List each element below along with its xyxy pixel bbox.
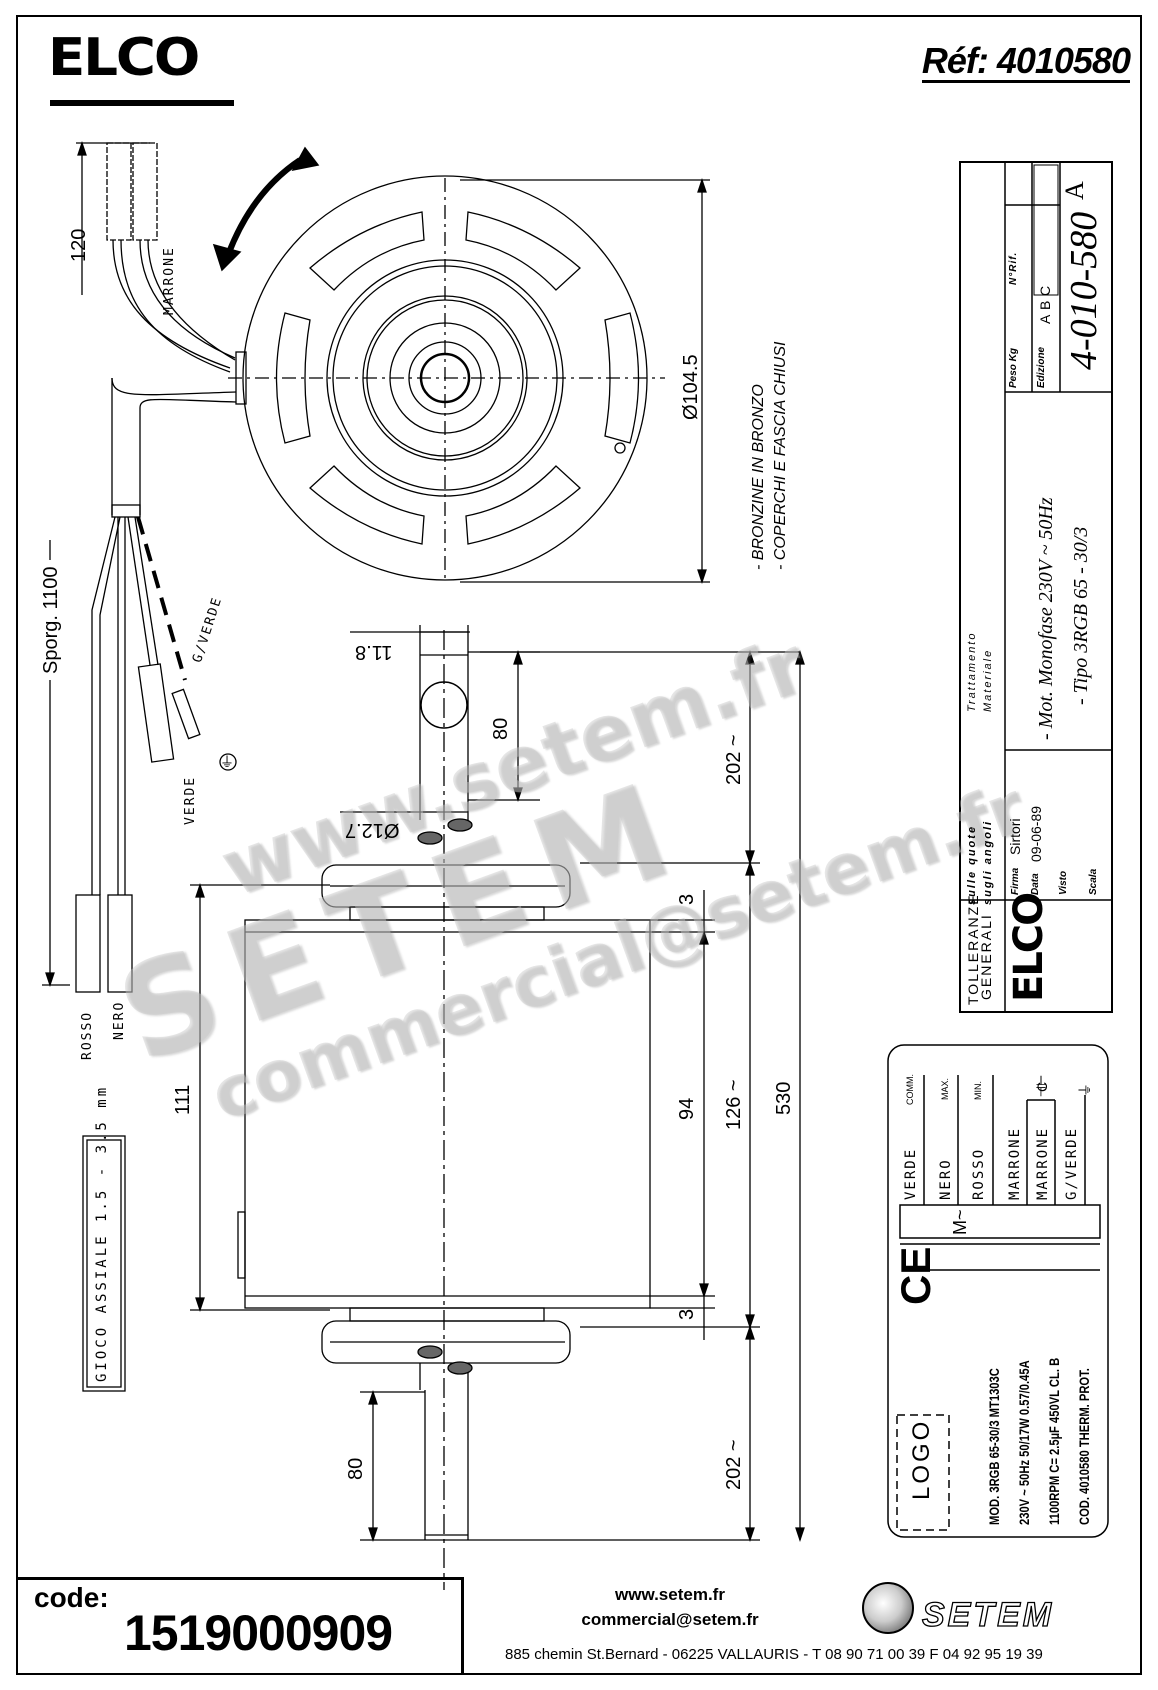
ground-icon: ⏚ xyxy=(1077,1083,1093,1097)
drawing-frame xyxy=(16,15,1142,1675)
wire-label-verde: VERDE xyxy=(903,1147,919,1200)
code-label: code: xyxy=(34,1582,109,1613)
description-line-2: - Tipo 3RGB 65 - 30/3 xyxy=(1070,526,1092,705)
dim-gap-top: 3 xyxy=(676,893,698,905)
firma-value: Sirtori xyxy=(1007,818,1023,855)
motor-side-view xyxy=(190,625,805,1590)
dim-top-wire-length: 120 xyxy=(68,228,90,262)
elco-logo-bar xyxy=(50,100,234,106)
code-box xyxy=(18,1577,464,1673)
wire-function-comm: COMM. xyxy=(905,1074,915,1105)
motor-front-view xyxy=(228,175,710,585)
label-nero-wire: NERO xyxy=(112,1000,127,1040)
wire-label-marrone-1: MARRONE xyxy=(1007,1126,1023,1200)
dim-bottom-extension: 202 ~ xyxy=(723,1439,745,1490)
edizione-label: Edizione xyxy=(1036,346,1047,388)
code-value: 1519000909 xyxy=(124,1605,393,1661)
dim-gap-bottom: 3 xyxy=(676,1308,698,1320)
dim-height-111: 111 xyxy=(172,1084,194,1115)
spec-line-1: MOD. 3RGB 65-30/3 MT1303C xyxy=(986,1368,1002,1525)
sulle-quote-label: sulle quote xyxy=(966,824,978,905)
logo-placeholder: LOGO xyxy=(908,1418,935,1500)
wire-label-rosso: ROSSO xyxy=(971,1147,987,1200)
email-link[interactable]: commercial@setem.fr xyxy=(581,1610,759,1629)
dim-body-length: 126 ~ xyxy=(723,1079,745,1130)
setem-logo-text: SETEM xyxy=(921,1595,1055,1634)
dim-shaft-diameter: Ø12.7 xyxy=(345,819,400,841)
ce-mark: CE xyxy=(892,1246,939,1305)
axial-play-label: GIOCO ASSIALE 1.5 - 3.5 mm xyxy=(94,1084,110,1382)
dim-sporg: Sporg. 1100 xyxy=(40,560,63,680)
setem-globe-icon xyxy=(862,1582,914,1634)
dim-shaft-flat: 11.8 xyxy=(355,641,393,663)
earth-ground-icon: ⏚ xyxy=(220,754,234,770)
spec-line-3: 1100RPM C= 2.5µF 450VL CL. B xyxy=(1046,1357,1062,1525)
spec-line-4: COD. 4010580 THERM. PROT. xyxy=(1076,1368,1092,1525)
reference-number: Réf: 4010580 xyxy=(921,40,1131,83)
axial-play-box xyxy=(82,1135,126,1392)
drawing-number: 4-010-580 xyxy=(1063,211,1105,370)
trattamento-label: Trattamento xyxy=(966,631,978,713)
peso-label: Peso Kg xyxy=(1008,347,1019,388)
motor-symbol: M~ xyxy=(950,1209,970,1235)
capacitor-label: C xyxy=(1034,1081,1050,1092)
dim-shaft-top-80: 80 xyxy=(490,717,512,740)
dim-front-diameter: Ø104.5 xyxy=(680,354,702,420)
dim-overall-length: 530 xyxy=(773,1081,795,1115)
wire-function-min: MIN. xyxy=(973,1081,983,1100)
elco-title-logo: ELCO xyxy=(1006,893,1052,1002)
website-link[interactable]: www.setem.fr xyxy=(615,1585,725,1604)
sugli-angoli-label: sugli angoli xyxy=(982,819,994,905)
label-rosso-wire: ROSSO xyxy=(80,1010,95,1060)
elco-logo: ELCO xyxy=(48,28,200,88)
note-bronzine: - BRONZINE IN BRONZO xyxy=(750,384,767,570)
wire-label-nero: NERO xyxy=(938,1158,954,1200)
wire-function-max: MAX. xyxy=(940,1077,950,1100)
label-verde-wire: VERDE xyxy=(183,775,198,825)
dim-shaft-bottom-80: 80 xyxy=(345,1457,367,1480)
dim-inner-length: 94 xyxy=(676,1097,698,1120)
edition-b: B xyxy=(1037,300,1053,310)
note-coperchi: - COPERCHI E FASCIA CHIUSI xyxy=(772,341,789,570)
wire-connectors-top xyxy=(76,140,237,518)
scala-label: Scala xyxy=(1088,868,1099,895)
spec-line-2: 230V ~ 50Hz 50/17W 0.57/0.45A xyxy=(1016,1360,1032,1525)
materiale-label: Materiale xyxy=(982,648,994,712)
revision-letter: A xyxy=(1060,181,1089,200)
wire-label-marrone-2: MARRONE xyxy=(1035,1126,1051,1200)
firma-label: Firma xyxy=(1010,867,1021,895)
label-marrone-wire: MARRONE xyxy=(162,246,177,315)
generali-label: GENERALI xyxy=(978,913,994,1000)
description-line-1: - Mot. Monofase 230V ~ 50Hz xyxy=(1035,497,1057,740)
edition-c: C xyxy=(1037,285,1053,296)
dim-top-extension: 202 ~ xyxy=(723,734,745,785)
data-value: 09-06-89 xyxy=(1028,805,1044,862)
wiring-label-lines xyxy=(887,1044,1109,1538)
nrif-label: N°Rif. xyxy=(1008,251,1019,285)
visto-label: Visto xyxy=(1058,870,1069,895)
wire-label-gverde: G/VERDE xyxy=(1064,1126,1080,1200)
company-address: 885 chemin St.Bernard - 06225 VALLAURIS … xyxy=(505,1646,1043,1663)
edition-a: A xyxy=(1037,314,1053,324)
wire-leads-bottom xyxy=(42,516,237,993)
title-block-lines xyxy=(959,161,1113,1013)
data-label: Data xyxy=(1030,873,1041,895)
rotation-arrow-icon xyxy=(212,146,320,272)
